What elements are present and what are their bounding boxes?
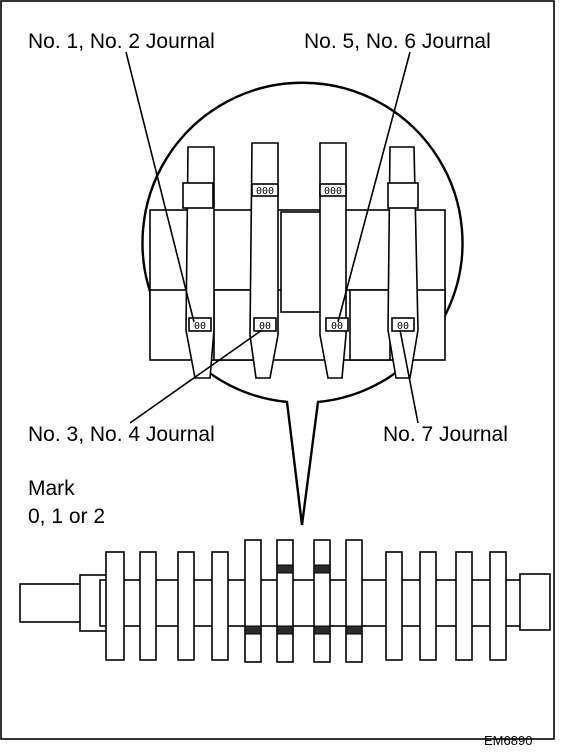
label-journal-34: No. 3, No. 4 Journal — [28, 423, 215, 446]
leader-journal-12 — [125, 51, 195, 323]
label-journal-12: No. 1, No. 2 Journal — [28, 30, 215, 53]
mark-text-journal-34: 00 — [259, 321, 271, 332]
leader-journal-56 — [337, 51, 411, 323]
mark-text-journal-12: 00 — [194, 321, 206, 332]
leader-journal-34 — [129, 329, 263, 424]
figure-border — [0, 0, 555, 740]
mark-text-upper-a: 000 — [256, 186, 274, 197]
mark-text-journal-56: 00 — [331, 321, 343, 332]
leader-journal-7 — [399, 329, 419, 424]
magnified-crankshaft — [125, 51, 446, 424]
label-journal-56: No. 5, No. 6 Journal — [304, 30, 491, 53]
label-journal-7: No. 7 Journal — [383, 423, 508, 446]
full-crankshaft — [19, 539, 551, 663]
mark-text-journal-7: 00 — [397, 321, 409, 332]
figure-code: EM6890 — [484, 733, 533, 748]
mark-text-upper-b: 000 — [324, 186, 342, 197]
label-mark: Mark — [28, 477, 75, 500]
label-mark-values: 0, 1 or 2 — [28, 505, 106, 528]
